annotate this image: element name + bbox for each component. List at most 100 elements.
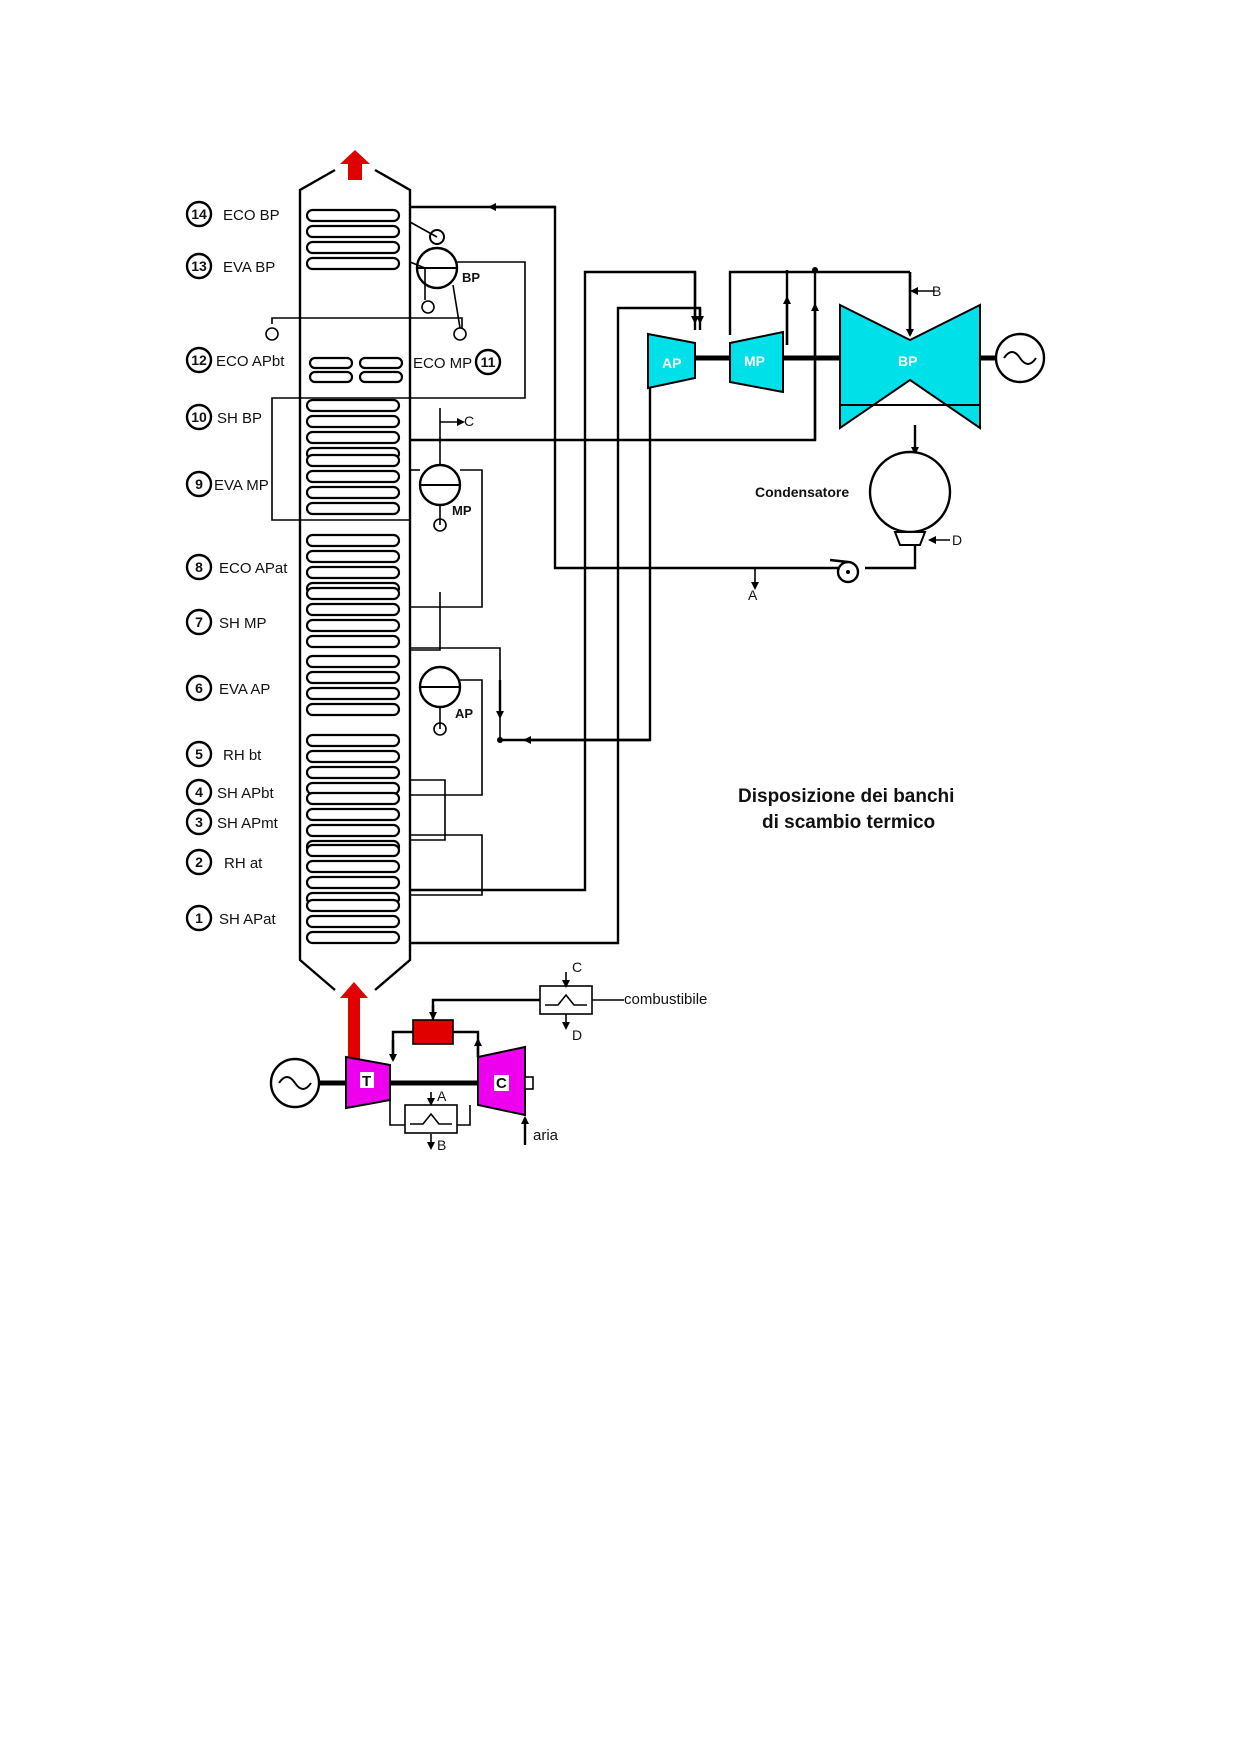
feedwater-pump-icon (829, 558, 860, 584)
letter-d: D (952, 532, 962, 548)
coil-tube (305, 875, 401, 890)
bank-label-2: 2 RH at (185, 848, 263, 876)
coil-tube (305, 565, 401, 580)
fuel-letter-d: D (572, 1027, 582, 1043)
bank-number-circle (185, 553, 213, 581)
coil-tube (305, 618, 401, 633)
bank-number: 10 (191, 409, 207, 425)
bank-name: RH bt (223, 747, 262, 764)
turbine-bp-label: BP (898, 353, 917, 369)
bank-name: EVA MP (214, 477, 269, 494)
bank-name: SH MP (219, 615, 267, 632)
bank-name: SH APbt (217, 785, 275, 802)
generator-steam-icon (994, 332, 1046, 384)
turbine-mp: MP (729, 330, 784, 394)
bank-name: ECO APat (219, 560, 288, 577)
letter-b: B (932, 283, 941, 299)
bank-label-11: 11 ECO MP (413, 348, 502, 376)
bank-number-circle (185, 252, 213, 280)
coil-tube (305, 930, 401, 945)
hrsg-casing (298, 168, 412, 991)
bank-number-circle (185, 346, 213, 374)
bank-name: ECO MP (413, 355, 472, 372)
bank-number: 3 (195, 814, 203, 830)
bank-number: 7 (195, 614, 203, 630)
fuel-heat-exchanger: C D combustibile (539, 959, 707, 1043)
bank-number: 1 (195, 910, 203, 926)
coil-tube (305, 430, 401, 445)
coil-tube (305, 586, 401, 601)
coil-tube (305, 549, 401, 564)
bank-name: SH APmt (217, 815, 279, 832)
turbine-mp-label: MP (744, 353, 765, 369)
bank-label-10: 10 SH BP (185, 403, 262, 431)
bank-number-circle (185, 403, 213, 431)
diagram-title-line1: Disposizione dei banchi (738, 786, 954, 807)
bank-number: 8 (195, 559, 203, 575)
coil-tube (305, 533, 401, 548)
combustor (389, 998, 540, 1062)
coil-tube (305, 501, 401, 516)
coil-tube (305, 807, 401, 822)
coil-tube (305, 823, 401, 838)
diagram-title-line2: di scambio termico (762, 812, 935, 833)
bank-number: 5 (195, 746, 203, 762)
bank-name: SH APat (219, 911, 277, 928)
turbine-bp: BP (839, 303, 981, 430)
coil-tube (305, 733, 401, 748)
coil-tube (305, 791, 401, 806)
exhaust-arrow (340, 150, 370, 180)
fuel-letter-c: C (572, 959, 582, 975)
coil-tube (305, 686, 401, 701)
bank-number: 9 (195, 476, 203, 492)
bank-number-circle (185, 808, 213, 836)
coil-tube (305, 702, 401, 717)
coil-tube (305, 843, 401, 858)
turbine-ap: AP (647, 332, 696, 390)
bank-number-circle (185, 904, 213, 932)
condenser-label: Condensatore (755, 484, 849, 500)
coil-tube (305, 485, 401, 500)
bank-number-circle (185, 200, 213, 228)
coil-tube (305, 634, 401, 649)
coil-tube (305, 414, 401, 429)
air-label: aria (533, 1127, 559, 1144)
drum-bp: BP (415, 229, 480, 290)
inlet-gas-arrow (340, 982, 368, 1060)
bank-name: RH at (224, 855, 263, 872)
bank-number: 2 (195, 854, 203, 870)
gas-turbine: T C (318, 1045, 534, 1117)
drum-bp-label: BP (462, 270, 480, 285)
bank-number-circle (185, 740, 213, 768)
coil-tube (305, 670, 401, 685)
bank-label-3: 3 SH APmt (185, 808, 279, 836)
coil-tube (305, 749, 401, 764)
generator-gas-icon (269, 1057, 321, 1109)
heat-exchanger-coils (305, 208, 401, 945)
air-inlet: aria (521, 1116, 559, 1145)
bank-number: 13 (191, 258, 207, 274)
coil-tube (305, 398, 401, 413)
bank-number: 14 (191, 206, 207, 222)
coil-tube (305, 602, 401, 617)
bank-number-circle (185, 848, 213, 876)
bank-label-7: 7 SH MP (185, 608, 267, 636)
coil-tube (305, 654, 401, 669)
coil-tube (305, 765, 401, 780)
coil-tube (305, 469, 401, 484)
condenser: Condensatore (755, 450, 952, 546)
gt-compressor-label: C (496, 1075, 507, 1092)
bank-number: 6 (195, 680, 203, 696)
bank-name: SH BP (217, 410, 262, 427)
drum-mp: MP (418, 463, 472, 518)
drum-ap: AP (418, 665, 473, 721)
bank-name: ECO BP (223, 207, 280, 224)
coil-tube (305, 224, 401, 239)
bank-number: 11 (481, 354, 496, 370)
